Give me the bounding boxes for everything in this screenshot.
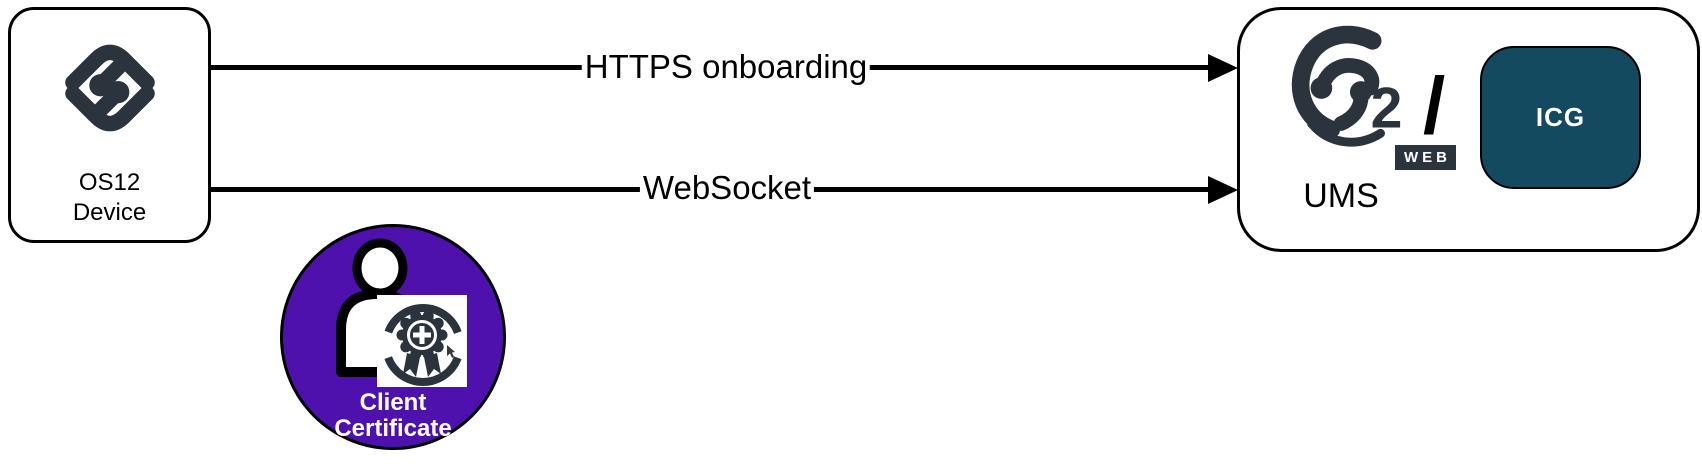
icg-label: ICG (1535, 102, 1586, 132)
device-label: OS12 Device (11, 168, 208, 228)
certificate-label-line2: Certificate (334, 415, 452, 442)
device-label-line1: OS12 (78, 169, 141, 196)
igel-ums-web-logo: 2 WEB (1282, 25, 1456, 170)
os12-device-node: OS12 Device (8, 7, 211, 243)
certificate-seal-icon (382, 304, 464, 386)
websocket-arrowhead-icon (1208, 176, 1238, 204)
https-onboarding-arrowhead-icon (1208, 54, 1238, 82)
websocket-label: WebSocket (639, 169, 815, 208)
certificate-label-line1: Client (359, 389, 427, 416)
ums-icg-node: 2 WEB / ICG UMS (1237, 7, 1700, 252)
web-badge: WEB (1395, 145, 1456, 170)
igel-ums-web-logo-icon: 2 (1291, 25, 1403, 147)
igel-os-logo-icon (64, 44, 155, 132)
certificate-label: Client Certificate (283, 390, 503, 442)
device-label-line2: Device (72, 199, 147, 226)
mouse-cursor-icon (447, 345, 455, 358)
https-onboarding-label: HTTPS onboarding (581, 48, 871, 87)
ums-logo-numeral: 2 (1371, 76, 1403, 140)
icg-box: ICG (1480, 46, 1641, 189)
client-certificate-badge: Client Certificate (280, 224, 506, 450)
certificate-card (377, 295, 467, 387)
ums-label: UMS (1303, 177, 1379, 215)
slash-separator: / (1423, 61, 1446, 150)
